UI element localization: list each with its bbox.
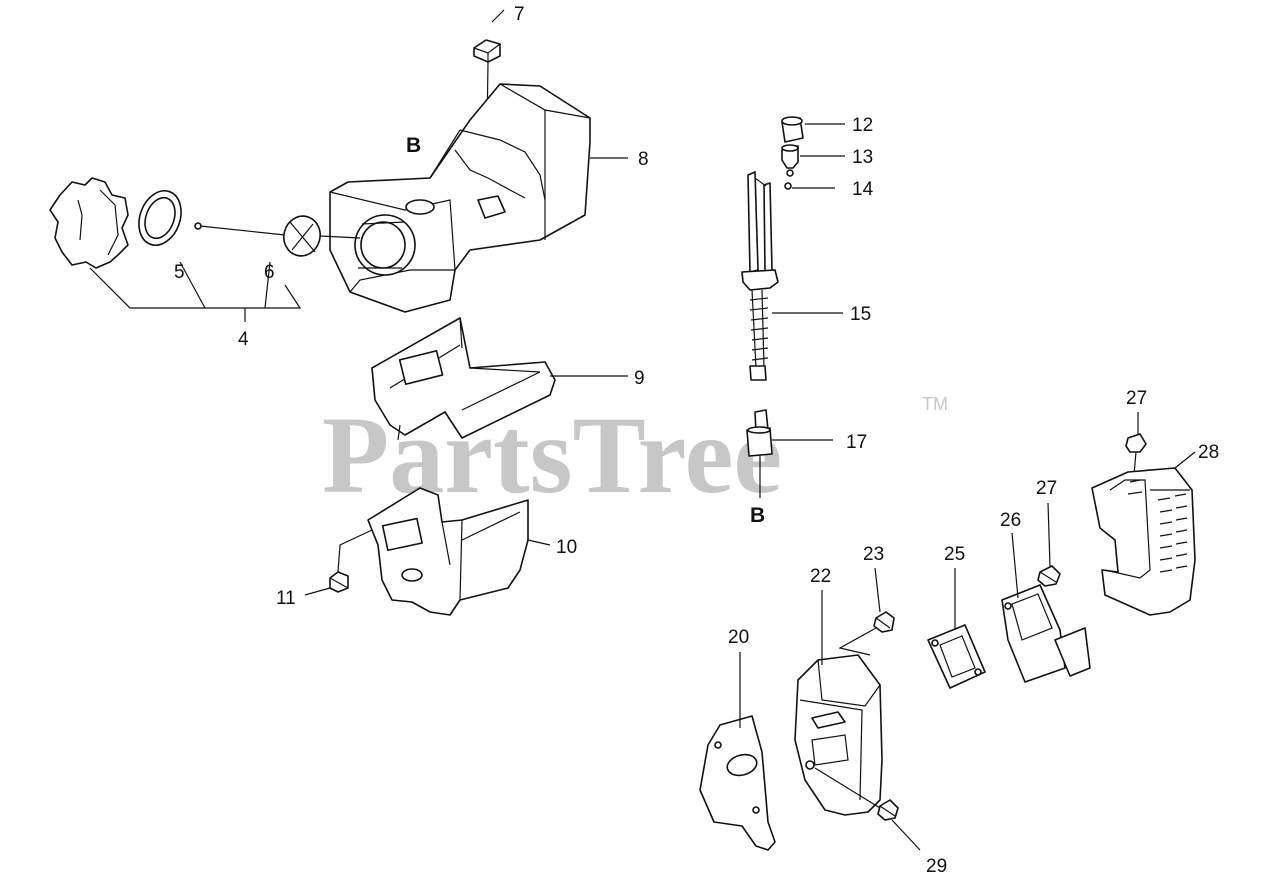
part-6-retainer[interactable] [194, 212, 325, 260]
part-23-bolt[interactable] [873, 611, 895, 633]
part-4-fuel-cap[interactable] [49, 177, 129, 269]
part-7-vent[interactable] [473, 39, 501, 63]
leader-26 [1011, 532, 1019, 599]
callout-26: 26 [1000, 510, 1021, 531]
callout-17: 17 [846, 432, 867, 453]
callout-29: 29 [926, 856, 947, 877]
callout-11: 11 [276, 588, 296, 609]
part-25-gasket[interactable] [927, 624, 986, 689]
part-27-screw-upper[interactable] [1125, 433, 1147, 453]
callout-22: 22 [810, 566, 831, 587]
part-8-fuel-tank[interactable] [329, 83, 591, 313]
leader-10 [527, 539, 551, 546]
part-11-screw[interactable] [329, 571, 349, 593]
reference-b-top: B [406, 134, 421, 157]
callout-23: 23 [863, 544, 884, 565]
part-14-clip[interactable] [784, 182, 792, 190]
callout-20: 20 [728, 627, 749, 648]
part-22-muffler[interactable] [794, 654, 883, 816]
part-12-fitting[interactable] [781, 116, 804, 143]
reference-b-bottom: B [750, 504, 765, 527]
assembly-bracket-4 [89, 261, 302, 322]
leader-29 [891, 819, 921, 851]
watermark-tm: TM [922, 394, 948, 414]
part-13-filter[interactable] [781, 144, 799, 177]
leader-28 [1174, 451, 1196, 469]
callout-13: 13 [852, 147, 873, 168]
part-29-bolt[interactable] [877, 799, 899, 821]
callout-15: 15 [850, 304, 871, 325]
callout-10: 10 [556, 537, 577, 558]
part-27-screw-lower[interactable] [1037, 565, 1061, 587]
callout-12: 12 [852, 115, 873, 136]
part-26-baffle[interactable] [1001, 584, 1091, 683]
part-10-lower-cover[interactable] [367, 487, 529, 616]
callout-5: 5 [174, 262, 185, 283]
callout-8: 8 [638, 149, 649, 170]
part-20-gasket[interactable] [699, 715, 776, 851]
part-17-fuel-filter[interactable] [746, 409, 773, 457]
part-28-muffler-cover[interactable] [1091, 467, 1196, 616]
callout-25: 25 [944, 544, 965, 565]
callout-14: 14 [852, 179, 874, 200]
callout-6: 6 [264, 262, 275, 283]
leader-27-lower [1047, 502, 1051, 567]
callout-7: 7 [514, 4, 525, 25]
leader-23 [874, 567, 881, 613]
callout-28: 28 [1198, 442, 1219, 463]
callout-4: 4 [238, 329, 249, 350]
part-15-fuel-pipe[interactable] [741, 171, 779, 381]
callout-27-lower: 27 [1036, 478, 1057, 499]
part-9-tank-cover[interactable] [371, 317, 556, 441]
part-5-gasket[interactable] [132, 185, 189, 251]
callout-27-upper: 27 [1126, 388, 1147, 409]
callout-9: 9 [634, 368, 645, 389]
